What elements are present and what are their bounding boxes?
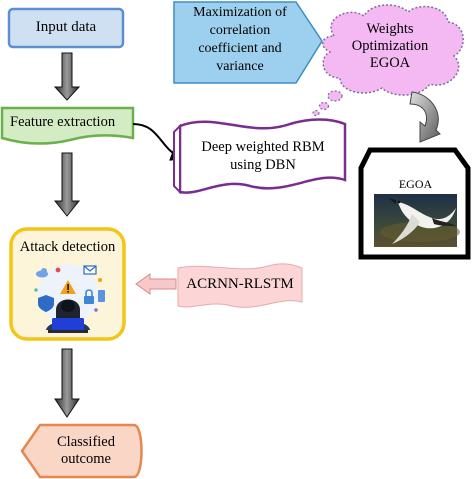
input-data-box bbox=[7, 7, 125, 49]
down-arrow-3 bbox=[54, 348, 80, 418]
acrnn-box bbox=[177, 263, 303, 308]
acrnn-label: ACRNN-RLSTM bbox=[186, 276, 294, 292]
weights-cloud bbox=[312, 4, 464, 117]
classified-outcome-box bbox=[20, 423, 143, 479]
weights-label: Weights Optimization EGOA bbox=[351, 21, 429, 71]
dbn-label: Deep weighted RBM using DBN bbox=[201, 139, 325, 173]
shield-icon bbox=[38, 295, 54, 312]
feature-extraction-label: Feature extraction bbox=[10, 114, 116, 130]
cloud-to-egoa-arrow bbox=[409, 91, 441, 143]
input-data-label: Input data bbox=[35, 19, 97, 35]
acrnn-to-attack-arrow bbox=[135, 273, 177, 295]
classified-outcome-label: Classified outcome bbox=[57, 434, 115, 467]
attack-detection-label: Attack detection bbox=[19, 239, 116, 255]
cloud-icon bbox=[36, 268, 48, 278]
maximization-box bbox=[173, 1, 323, 84]
email-icon bbox=[83, 265, 97, 275]
dbn-banner bbox=[178, 118, 347, 194]
down-arrow-1 bbox=[53, 52, 81, 101]
maximization-label: Maximization of correlation coefficient … bbox=[193, 5, 287, 74]
lock-icon bbox=[84, 289, 94, 304]
egoa-bird-photo bbox=[374, 194, 460, 247]
mobile-icon bbox=[98, 290, 105, 302]
egoa-label: EGOA bbox=[398, 177, 433, 191]
warning-icon bbox=[60, 280, 76, 294]
down-arrow-2 bbox=[53, 152, 81, 217]
dbn-banner-fold bbox=[173, 123, 181, 195]
feature-extraction-box bbox=[0, 106, 135, 145]
